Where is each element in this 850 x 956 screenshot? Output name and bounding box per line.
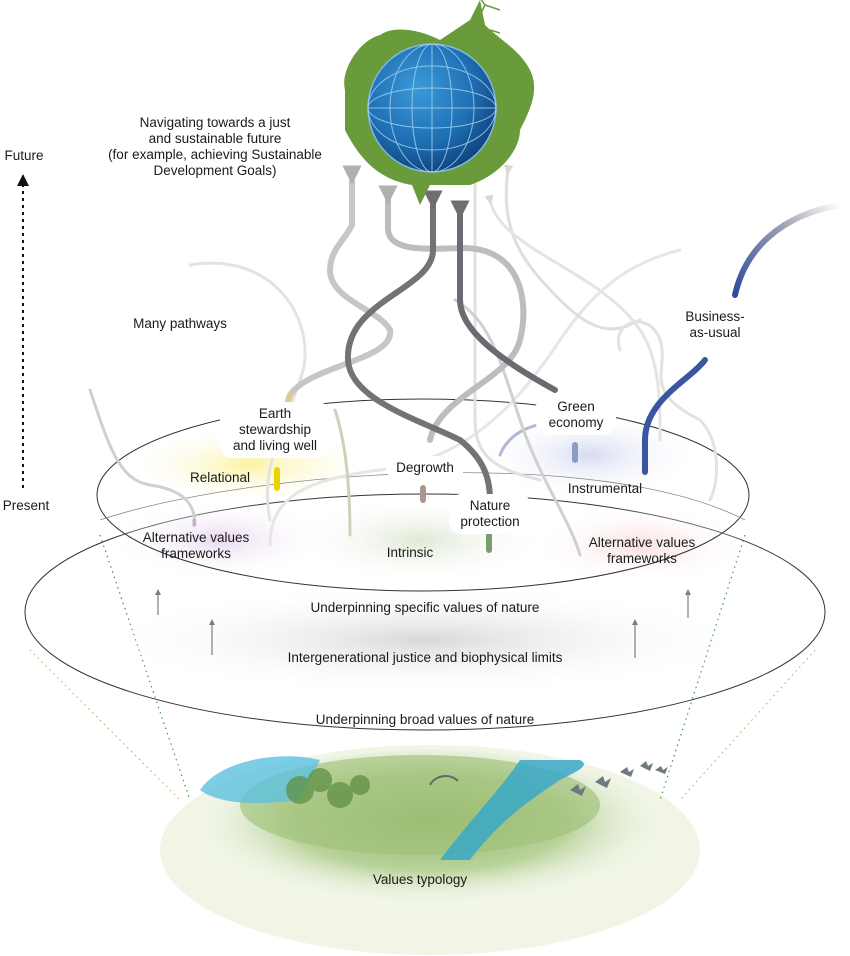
layer-label-broad: Underpinning broad values of nature [315,712,535,727]
region-label-intrinsic: Intrinsic [386,545,434,560]
cone-dotted-lines [29,534,816,801]
region-label-instrumental: Instrumental [567,481,643,496]
layer-arrows [155,589,691,658]
business-as-usual-pathway-upper [732,202,843,298]
birds-icon [570,761,668,796]
business-as-usual-pathway-lower [642,357,708,475]
layer-label-justice: Intergenerational justice and biophysica… [287,650,563,665]
pathway-arrow [378,185,527,443]
layer-label-typology: Values typology [372,872,468,887]
specific-values-ellipse [96,398,750,592]
many-pathways-label: Many pathways [133,316,227,331]
tree-savanna-icon [429,775,459,786]
pathway-label-earth-stewardship: Earth stewardship and living well [220,402,330,458]
values-typology-landscape [160,745,700,955]
pathway-label-degrowth: Degrowth [386,456,464,480]
river-icon [440,760,584,860]
present-label: Present [2,498,50,513]
justice-layer-shade [95,585,755,695]
layer-label-specific: Underpinning specific values of nature [310,600,540,615]
globe-grid [367,43,497,173]
pathway-label-green-economy: Green economy [536,395,616,435]
forest-icon [286,768,370,808]
background-pathways [88,164,719,557]
region-label-relational: Relational [189,470,251,485]
future-label: Future [4,148,44,163]
wind-turbine-icon [464,0,501,56]
diagram-title: Navigating towards a just and sustainabl… [108,115,322,178]
globe-with-vegetation [344,0,535,205]
green-economy-pathway [450,200,558,393]
value-regions [110,410,750,585]
pathway-label-business-as-usual: Business- as-usual [685,309,745,340]
region-label-alt-left: Alternative values frameworks [142,530,250,561]
main-pathways [274,165,843,553]
region-label-alt-right: Alternative values frameworks [588,535,696,566]
nature-protection-pathway [344,190,493,503]
pathway-label-nature-protection: Nature protection [449,494,531,534]
